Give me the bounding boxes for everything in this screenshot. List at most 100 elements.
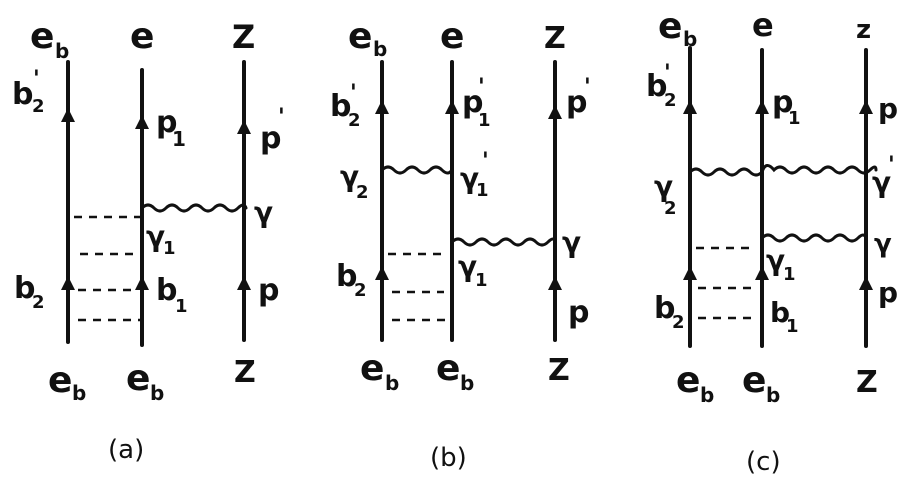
- label-bottom-e-sub: b: [766, 383, 780, 407]
- arrow-up-icon: [61, 108, 75, 122]
- label-top-eb-sub: b: [683, 27, 697, 51]
- arrow-up-icon: [61, 276, 75, 290]
- caption-a: (a): [108, 435, 144, 465]
- label-gamma1-b: γ: [458, 250, 477, 283]
- label-b2-prime-c: b: [646, 69, 667, 104]
- label-p1-sub: 1: [788, 108, 801, 129]
- label-bottom-eb: e: [48, 360, 72, 401]
- label-gamma2-sub: 2: [356, 182, 369, 203]
- arrow-up-icon: [683, 266, 697, 280]
- label-b2-prime-sub: 2: [348, 110, 361, 131]
- label-p-prime-mark: ': [584, 75, 591, 100]
- label-top-eb-sub: b: [373, 37, 387, 61]
- label-gamma1-prime-b: γ: [460, 162, 479, 195]
- label-gamma2-sub: 2: [664, 198, 677, 219]
- label-b1-sub: 1: [175, 296, 188, 317]
- label-p-b: p: [568, 295, 589, 330]
- label-gamma1-c: γ: [766, 244, 785, 277]
- label-p1-sub: 1: [172, 127, 186, 151]
- caption-c: (c): [746, 447, 781, 477]
- label-b2-b: b: [336, 259, 357, 294]
- panel-c: e b e z b 2 ' p 1 p γ 2 γ ' γ γ 1 b 2 b …: [646, 6, 898, 477]
- label-top-eb-sub: b: [55, 39, 69, 63]
- label-b2-a: b: [14, 271, 35, 306]
- label-p1-prime-mark: ': [478, 75, 485, 100]
- label-b1-c: b: [770, 296, 790, 329]
- arrow-up-icon: [548, 276, 562, 290]
- label-gamma-b: γ: [562, 226, 581, 259]
- label-gamma1-sub: 1: [475, 270, 488, 291]
- arrow-up-icon: [135, 276, 149, 290]
- label-gamma-a: γ: [254, 196, 273, 229]
- panel-a: e b e Z b 2 ' p 1 p ' b 2 b 1 p γ 1 γ e …: [12, 16, 285, 465]
- label-b1-a: b: [156, 273, 177, 308]
- photon-line: [760, 233, 868, 243]
- label-top-z: Z: [232, 18, 255, 56]
- label-gamma-prime-c: γ: [872, 166, 891, 199]
- label-bottom-eb-sub: b: [385, 371, 399, 395]
- label-top-e: e: [440, 16, 464, 57]
- label-gamma2-b: γ: [340, 160, 359, 193]
- label-b2-prime-mark: ': [350, 81, 357, 106]
- arrow-up-icon: [859, 276, 873, 290]
- label-top-e: e: [130, 16, 154, 57]
- label-bottom-e-sub: b: [460, 371, 474, 395]
- label-b2-prime-b: b: [330, 89, 351, 124]
- arrow-up-icon: [548, 105, 562, 119]
- arrow-up-icon: [237, 276, 251, 290]
- photon-line: [450, 237, 557, 247]
- label-p-prime-a: p: [260, 121, 281, 156]
- arrow-up-icon: [859, 100, 873, 114]
- label-top-e: e: [752, 6, 774, 44]
- label-bottom-e: e: [742, 360, 766, 401]
- arrow-up-icon: [755, 266, 769, 280]
- label-gamma2-c: γ: [654, 170, 673, 203]
- label-b2-sub: 2: [32, 292, 45, 313]
- label-top-eb: e: [348, 16, 372, 57]
- label-gamma1-sub: 1: [783, 264, 796, 285]
- label-gamma1-sub: 1: [163, 238, 176, 259]
- arrow-up-icon: [755, 100, 769, 114]
- label-p-prime-mark: ': [278, 105, 285, 130]
- panel-b: e b e Z b 2 ' p 1 ' p ' γ 2 γ 1 ' γ 1 γ …: [330, 16, 591, 473]
- label-bottom-eb-sub: b: [72, 381, 86, 405]
- label-bottom-z: Z: [234, 355, 256, 390]
- caption-b: (b): [430, 443, 467, 473]
- label-p-a: p: [258, 273, 279, 308]
- label-p-prime-b: p: [566, 85, 587, 120]
- label-b2-prime-mark: ': [664, 61, 671, 86]
- label-gamma1-sub: 1: [476, 180, 489, 201]
- label-p1-a: p: [156, 105, 177, 140]
- label-b2-sub: 2: [354, 280, 367, 301]
- label-bottom-eb: e: [676, 360, 700, 401]
- label-b1-sub: 1: [786, 316, 799, 337]
- label-bottom-e-sub: b: [150, 381, 164, 405]
- label-p-c-top: p: [878, 92, 898, 125]
- arrow-up-icon: [683, 100, 697, 114]
- label-p-c: p: [878, 276, 898, 309]
- photon-line: [688, 164, 878, 177]
- label-p1-sub: 1: [478, 110, 491, 131]
- label-gamma1-a: γ: [146, 220, 165, 253]
- label-bottom-z: Z: [548, 353, 570, 388]
- label-b2-sub: 2: [672, 312, 685, 333]
- label-bottom-z: Z: [856, 365, 878, 400]
- label-b2-prime-mark: ': [33, 67, 40, 92]
- label-b2-prime-sub: 2: [664, 90, 677, 111]
- arrow-up-icon: [135, 115, 149, 129]
- arrow-up-icon: [237, 120, 251, 134]
- arrow-up-icon: [375, 266, 389, 280]
- label-p1-c: p: [772, 85, 793, 120]
- label-top-eb: e: [30, 16, 54, 57]
- photon-line: [140, 203, 248, 213]
- label-bottom-e: e: [126, 358, 150, 399]
- label-gamma-c: γ: [874, 229, 892, 259]
- photon-line: [380, 165, 454, 175]
- label-bottom-eb-sub: b: [700, 383, 714, 407]
- label-b2-prime-sub: 2: [32, 96, 45, 117]
- label-top-z: z: [856, 15, 871, 45]
- arrow-up-icon: [375, 100, 389, 114]
- label-gamma-prime-mark: ': [888, 153, 895, 178]
- label-gamma1-prime-mark: ': [482, 149, 489, 174]
